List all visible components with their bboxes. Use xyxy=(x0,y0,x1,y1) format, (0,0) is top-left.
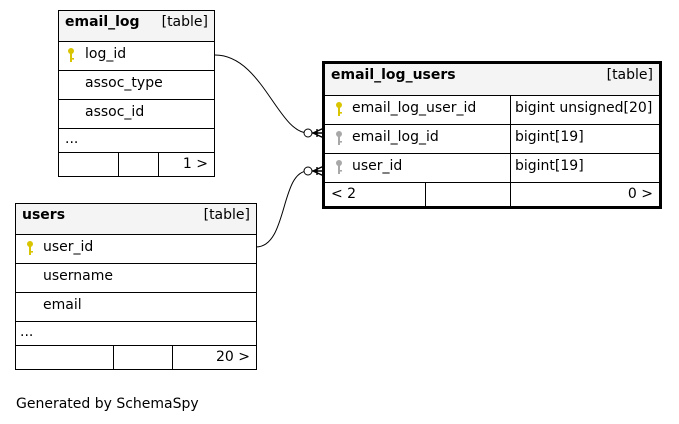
column-name: email_log_id xyxy=(352,129,439,145)
table-footer: < 2 0 > xyxy=(325,182,659,206)
children-count-link[interactable]: 20 > xyxy=(216,349,250,365)
column-row[interactable]: email_log_id bigint[19] xyxy=(325,124,659,153)
more-columns-row: ... xyxy=(16,321,256,345)
column-name: assoc_type xyxy=(85,75,163,91)
children-count-link[interactable]: 1 > xyxy=(182,156,208,172)
edge-email-log-to-email-log-users xyxy=(214,54,309,134)
table-type: [table] xyxy=(161,14,208,30)
more-columns: ... xyxy=(65,131,79,147)
table-email-log[interactable]: email_log [table] log_id assoc_type asso… xyxy=(58,10,215,177)
generated-by-text: Generated by SchemaSpy xyxy=(16,396,199,412)
column-type: bigint[19] xyxy=(515,158,584,174)
column-name: email xyxy=(43,297,82,313)
column-row[interactable]: user_id bigint[19] xyxy=(325,153,659,182)
key-icon xyxy=(336,102,342,116)
column-name: email_log_user_id xyxy=(352,100,477,116)
table-header: email_log [table] xyxy=(59,11,214,41)
table-footer: 1 > xyxy=(59,152,214,176)
column-name: user_id xyxy=(352,158,403,174)
table-email-log-users[interactable]: email_log_users [table] email_log_user_i… xyxy=(322,61,662,209)
column-name: username xyxy=(43,268,113,284)
edge-zero-marker-users xyxy=(303,166,313,176)
table-name: users xyxy=(22,207,66,223)
key-icon xyxy=(27,241,33,255)
table-users[interactable]: users [table] user_id username email ...… xyxy=(15,203,257,370)
column-row[interactable]: user_id xyxy=(16,234,256,263)
edge-users-to-email-log-users xyxy=(255,170,309,248)
edge-crowfoot-users xyxy=(312,165,325,177)
column-row[interactable]: log_id xyxy=(59,41,214,70)
parents-count-link[interactable]: < 2 xyxy=(331,186,357,202)
table-type: [table] xyxy=(203,207,250,223)
column-type: bigint[19] xyxy=(515,129,584,145)
column-type: bigint unsigned[20] xyxy=(515,100,653,116)
table-name: email_log xyxy=(65,14,140,30)
table-header: email_log_users [table] xyxy=(325,64,659,95)
more-columns-row: ... xyxy=(59,128,214,152)
column-name: user_id xyxy=(43,239,94,255)
edge-zero-marker-email-log xyxy=(303,128,313,138)
column-row[interactable]: email xyxy=(16,292,256,321)
key-icon xyxy=(336,131,342,145)
more-columns: ... xyxy=(20,324,34,340)
key-icon xyxy=(336,160,342,174)
children-count-link[interactable]: 0 > xyxy=(627,186,653,202)
column-name: log_id xyxy=(85,46,127,62)
column-row[interactable]: email_log_user_id bigint unsigned[20] xyxy=(325,95,659,124)
table-name: email_log_users xyxy=(331,67,456,83)
key-icon xyxy=(68,48,74,62)
column-row[interactable]: assoc_id xyxy=(59,99,214,128)
table-header: users [table] xyxy=(16,204,256,234)
table-type: [table] xyxy=(606,67,653,83)
column-name: assoc_id xyxy=(85,104,145,120)
column-row[interactable]: username xyxy=(16,263,256,292)
column-row[interactable]: assoc_type xyxy=(59,70,214,99)
table-footer: 20 > xyxy=(16,345,256,369)
edge-crowfoot-email-log xyxy=(312,127,325,139)
